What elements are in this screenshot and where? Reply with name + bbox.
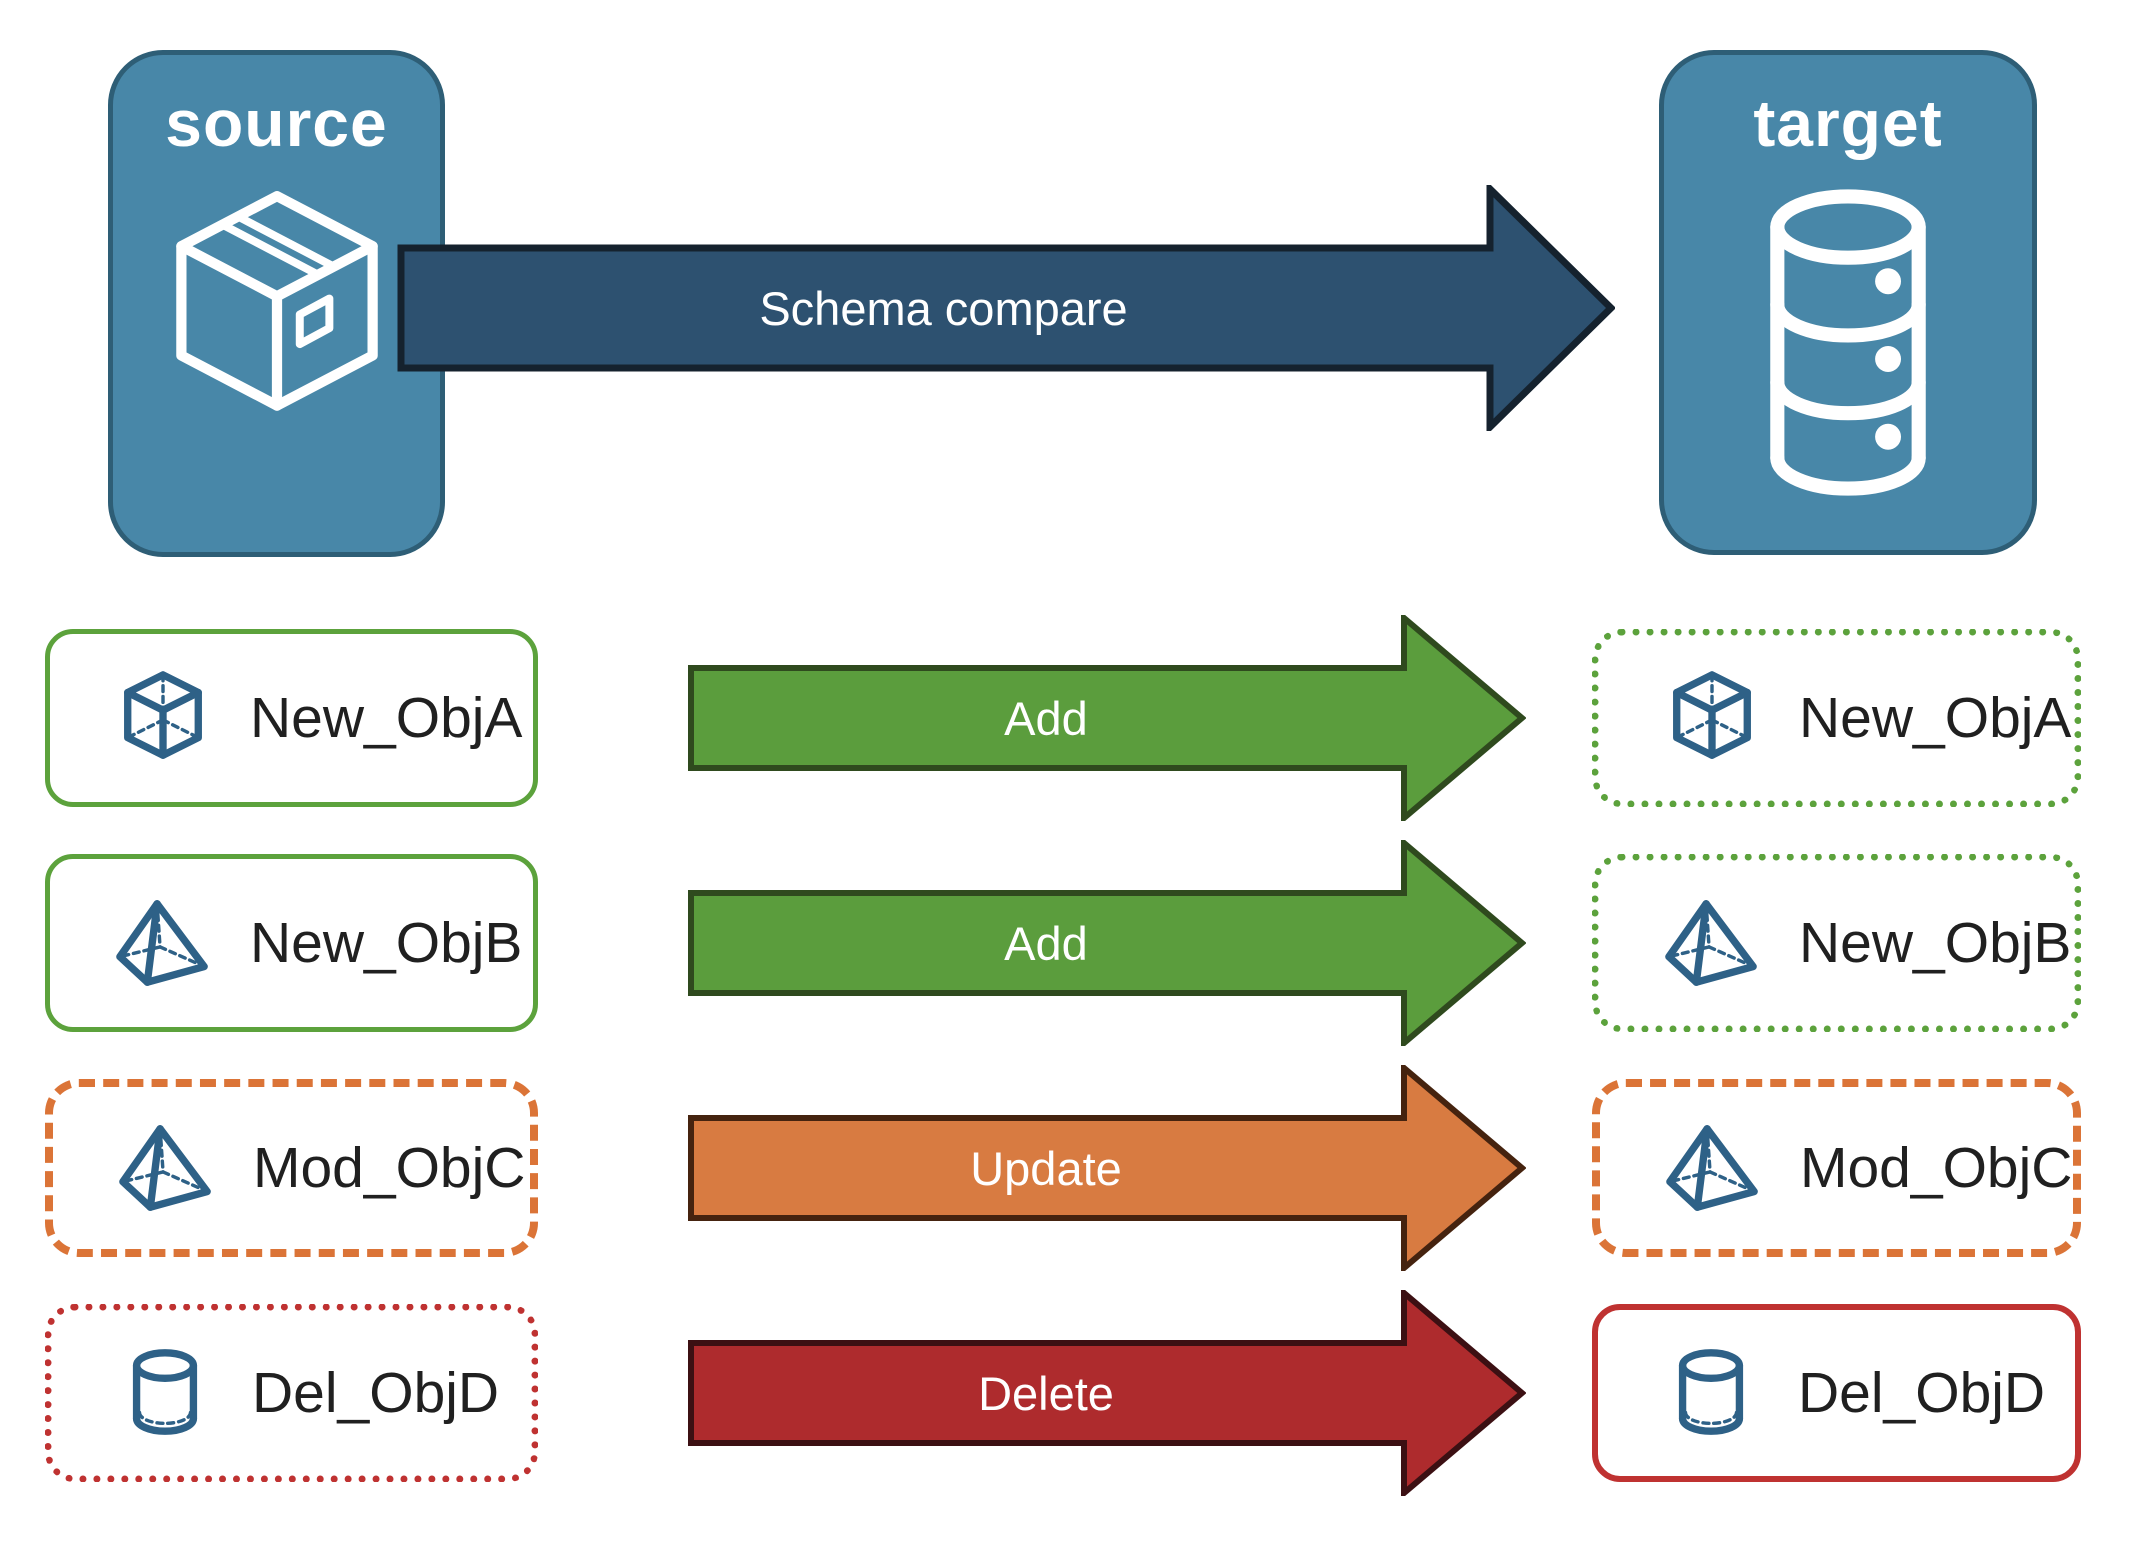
delete-arrow-label: Delete [978,1366,1114,1420]
add-arrow [688,840,1526,1046]
target-object-box-mod-objc: Mod_ObjC [1592,1079,2081,1257]
target-node-title: target [1753,86,1943,160]
add-arrow [688,615,1526,821]
source-object-box-del-objd: Del_ObjD [45,1304,538,1482]
target-object-box-del-objd: Del_ObjD [1592,1304,2081,1482]
cube-icon [114,669,212,767]
source-node: source [108,50,445,557]
pyramid-icon [117,1119,215,1217]
schema-compare-arrow-label: Schema compare [759,281,1128,335]
pyramid-icon [1663,894,1761,992]
object-label: New_ObjA [1799,686,2072,750]
target-object-box-new-obja: New_ObjA [1592,629,2081,807]
cylinder-icon [1662,1344,1760,1442]
package-box-icon [163,187,391,442]
source-object-box-new-objb: New_ObjB [45,854,538,1032]
pyramid-icon [114,894,212,992]
add-arrow-label: Add [1004,916,1088,970]
source-node-title: source [165,86,388,160]
object-label: New_ObjB [250,911,523,975]
schema-compare-arrow [397,185,1615,431]
object-label: Del_ObjD [1798,1361,2046,1425]
cube-icon [1663,669,1761,767]
pyramid-icon [1664,1119,1762,1217]
target-node: target [1659,50,2037,555]
update-arrow-label: Update [970,1141,1122,1195]
source-object-box-mod-objc: Mod_ObjC [45,1079,538,1257]
target-object-box-new-objb: New_ObjB [1592,854,2081,1032]
object-label: Mod_ObjC [1800,1136,2073,1200]
object-label: New_ObjB [1799,911,2072,975]
delete-arrow [688,1290,1526,1496]
update-arrow [688,1065,1526,1271]
database-icon [1730,187,1966,498]
object-label: New_ObjA [250,686,523,750]
object-label: Mod_ObjC [253,1136,526,1200]
add-arrow-label: Add [1004,691,1088,745]
cylinder-icon [116,1344,214,1442]
object-label: Del_ObjD [252,1361,500,1425]
source-object-box-new-obja: New_ObjA [45,629,538,807]
